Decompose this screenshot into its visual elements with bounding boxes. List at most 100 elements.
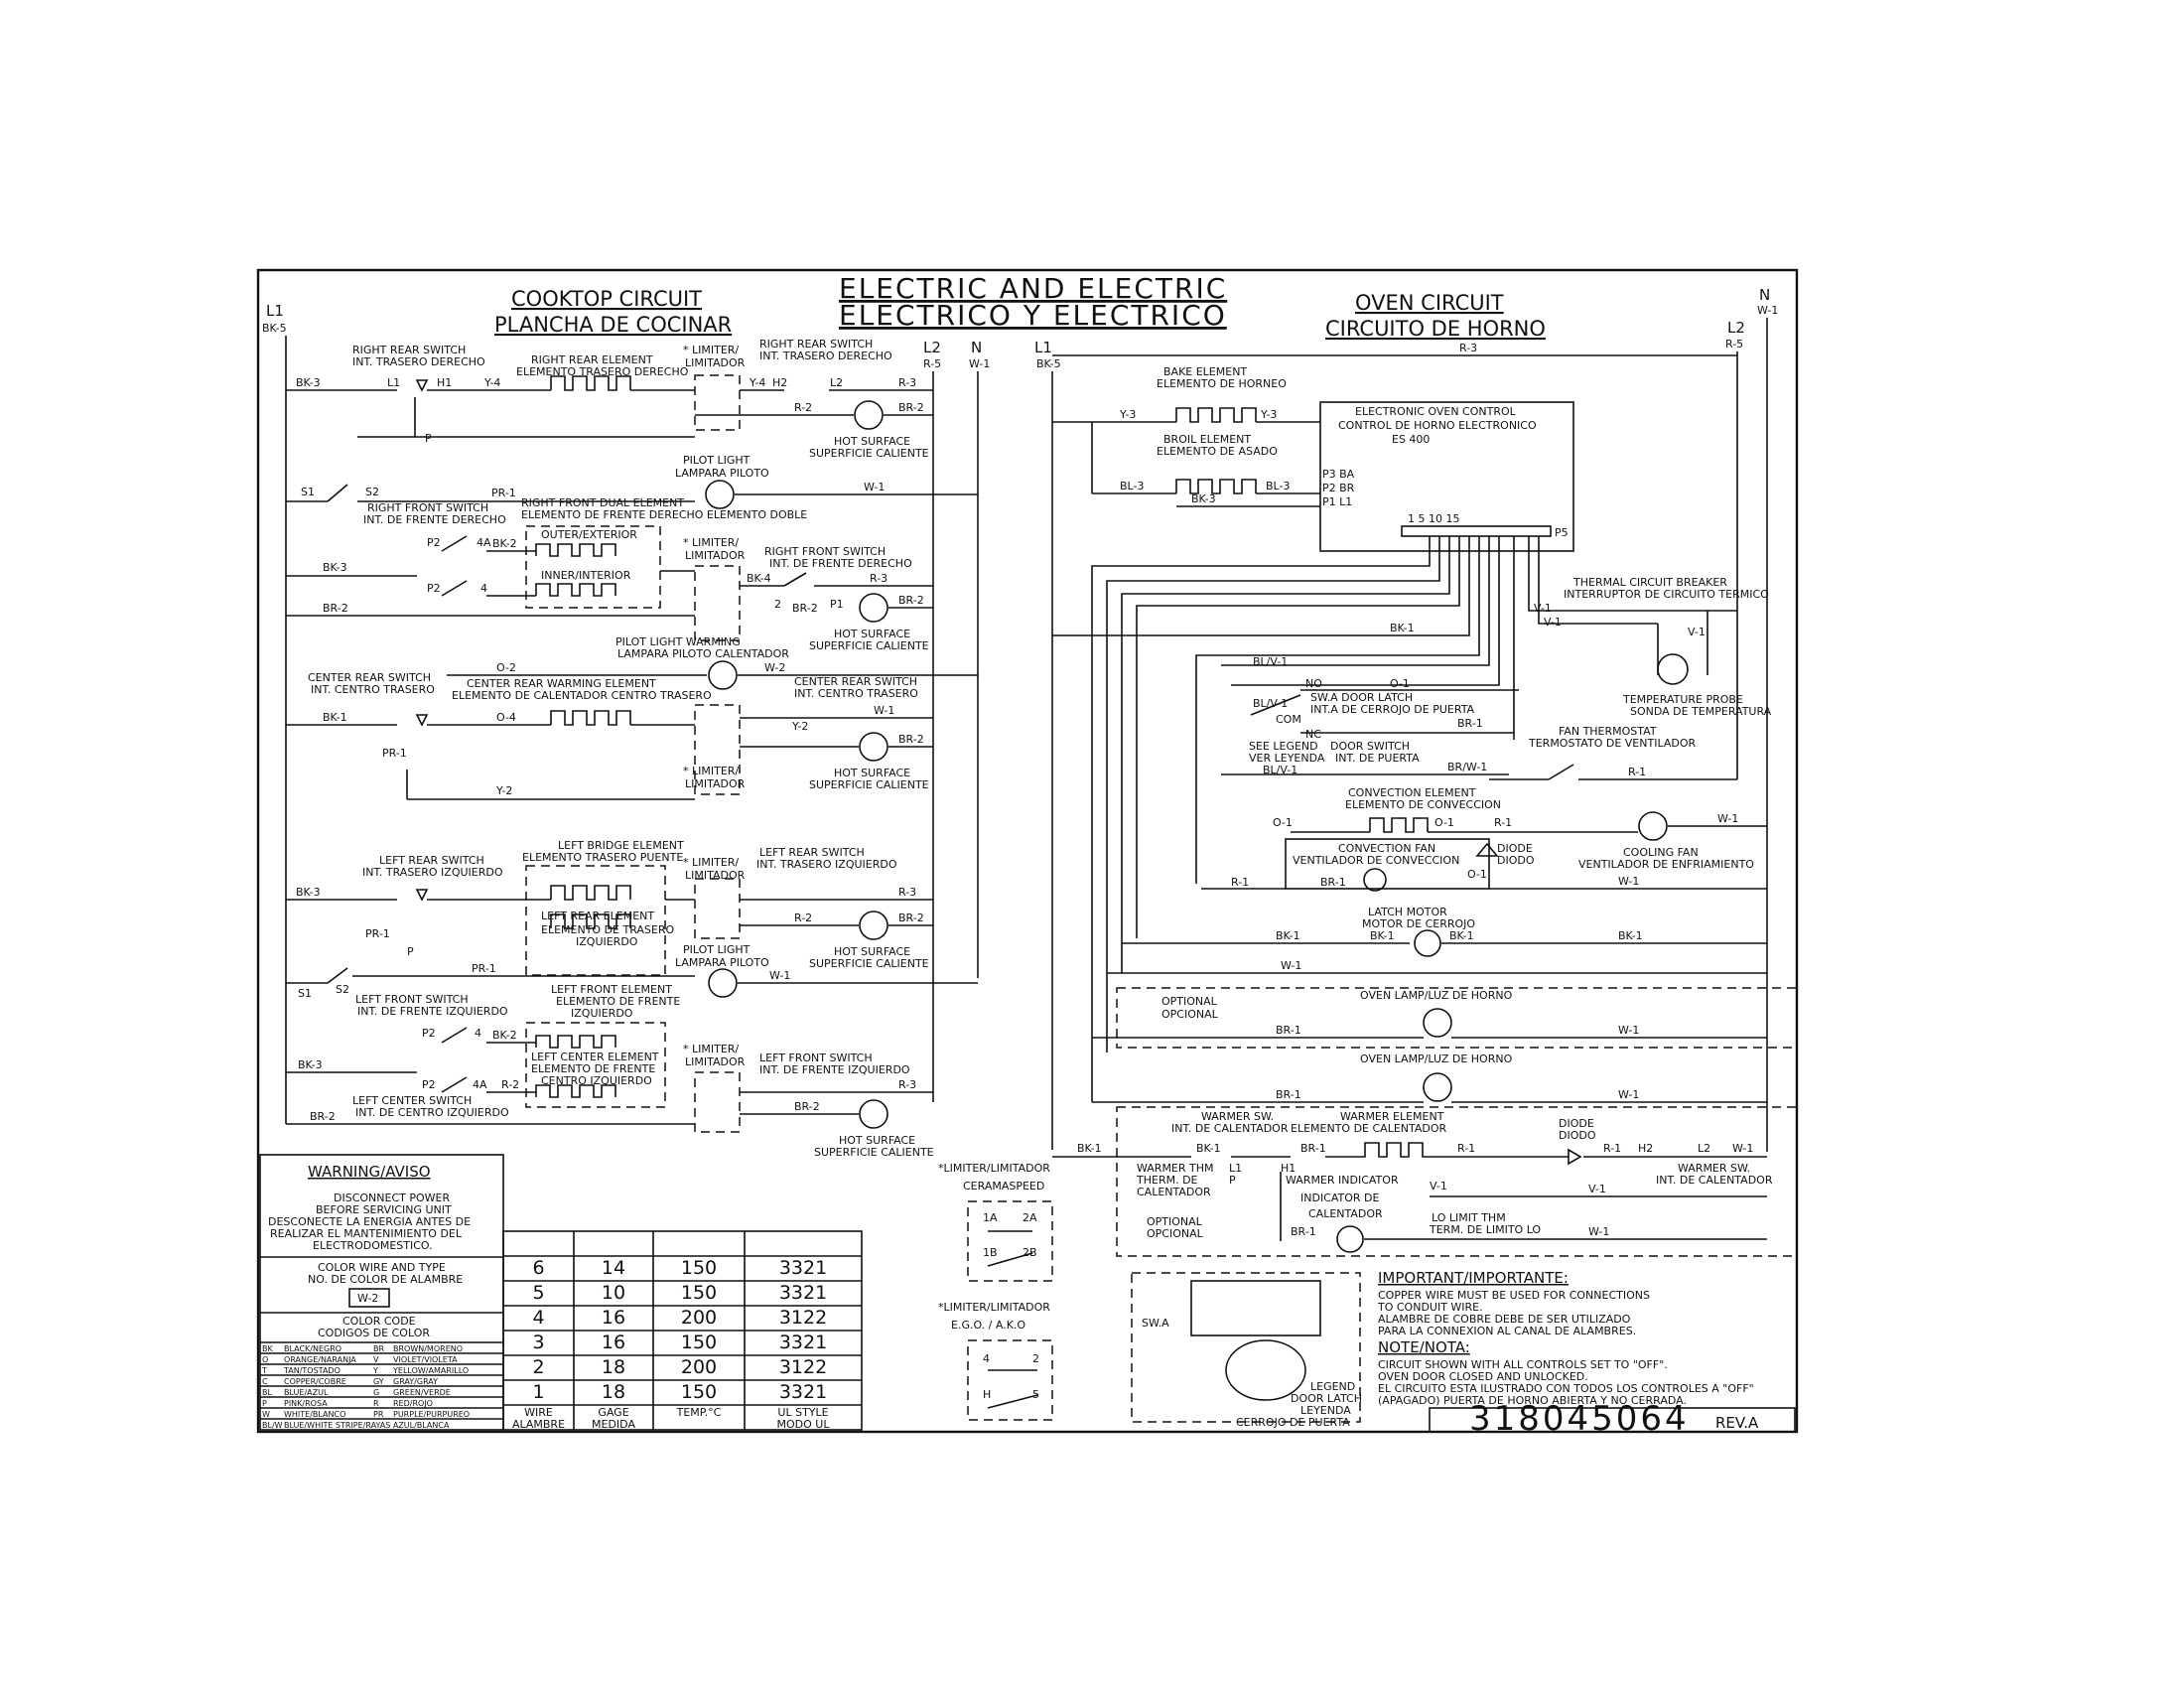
wire-table-header: ALAMBRE	[512, 1418, 565, 1431]
warning-line-5: ELECTRODOMESTICO.	[313, 1239, 433, 1252]
color-code-cell: BROWN/MORENO	[393, 1344, 463, 1353]
wind-label-es2: CALENTADOR	[1308, 1207, 1383, 1220]
lc-element-label-es: ELEMENTO DE FRENTE	[531, 1062, 655, 1075]
wire-label-blv1: BL/V-1	[1253, 655, 1288, 668]
wire-table-cell: 1	[532, 1381, 544, 1403]
pw-label: PILOT LIGHT WARMING	[615, 635, 741, 648]
term-p2: P2	[427, 536, 441, 549]
wire-label-bk3-rf: BK-3	[323, 561, 347, 574]
ego-term-5: 5	[1032, 1388, 1039, 1401]
wthm-label: WARMER THM	[1137, 1162, 1214, 1175]
wire-label-bk4: BK-4	[747, 572, 771, 585]
rf-limiter-label: * LIMITER/	[683, 536, 739, 549]
warning-line-1: DISCONNECT POWER	[334, 1192, 450, 1204]
fant-label: FAN THERMOSTAT	[1559, 725, 1657, 738]
term-p3: P3 BA	[1322, 468, 1355, 481]
pilot-light-warming	[708, 660, 738, 690]
warning-line-3: DESCONECTE LA ENERGIA ANTES DE	[268, 1215, 471, 1228]
diode-label-es: DIODO	[1497, 854, 1535, 867]
rf-element-label: RIGHT FRONT DUAL ELEMENT	[521, 496, 684, 509]
color-code-cell: PURPLE/PURPUREO	[393, 1410, 470, 1419]
rf-element-label-es: ELEMENTO DE FRENTE DERECHO ELEMENTO DOBL…	[521, 508, 807, 521]
wire-table-cell: 16	[602, 1307, 625, 1329]
wire-label-bk1-lm: BK-1	[1276, 929, 1300, 942]
pilot-light-rr	[705, 480, 735, 509]
n-label-cooktop: N	[971, 339, 982, 356]
rf-dual-element-box	[525, 525, 661, 609]
wire-label-blv1c: BL/V-1	[1263, 764, 1297, 776]
color-code-cell: WHITE/BLANCO	[284, 1410, 345, 1419]
lc-element-coil	[535, 1084, 616, 1098]
wsw2-label: WARMER SW.	[1678, 1162, 1750, 1175]
color-wire-label-es: NO. DE COLOR DE ALAMBRE	[308, 1273, 463, 1286]
limiter-title: *LIMITER/LIMITADOR	[938, 1162, 1050, 1175]
color-wire-sample	[348, 1288, 390, 1308]
wire-table-cell: 6	[532, 1257, 544, 1279]
tp-label-es: SONDA DE TEMPERATURA	[1630, 705, 1772, 718]
wire-table-header: TEMP.°C	[676, 1406, 722, 1419]
wire-label-bk2-lf: BK-2	[492, 1029, 517, 1042]
wire-label-o1-conv: O-1	[1273, 816, 1293, 829]
lf-switch2-label-es: INT. DE FRENTE IZQUIERDO	[759, 1063, 910, 1076]
lc-switch-label-es: INT. DE CENTRO IZQUIERDO	[355, 1106, 509, 1119]
rf-outer-coil	[535, 543, 616, 557]
wire-label-r3: R-3	[898, 376, 916, 389]
wire-table-header: MEDIDA	[592, 1418, 635, 1431]
wire-label-o1: O-1	[1390, 677, 1410, 690]
conv-element-coil	[1369, 817, 1429, 833]
wire-table-cell: 3321	[779, 1381, 827, 1403]
wire-label-v1a: V-1	[1534, 602, 1552, 615]
wire-label-br1-conv: BR-1	[1320, 876, 1346, 889]
lc-element-box	[525, 1022, 666, 1108]
main-title: ELECTRIC AND ELECTRIC	[839, 272, 1227, 305]
wire-label-o1-diode: O-1	[1467, 868, 1487, 881]
wire-table-cell: 3	[532, 1332, 544, 1353]
ego-term-2: 2	[1032, 1352, 1039, 1365]
pilot2-label: PILOT LIGHT	[683, 943, 751, 956]
rf-inner-label: INNER/INTERIOR	[541, 569, 631, 582]
wire-table-cell: 3122	[779, 1307, 827, 1329]
rr-hot-label: HOT SURFACE	[834, 435, 910, 448]
rr-hot-surface-light	[854, 400, 884, 430]
wire-table-cell: 10	[602, 1282, 625, 1304]
wire-table-cell: 150	[681, 1381, 717, 1403]
tcb-label: THERMAL CIRCUIT BREAKER	[1572, 576, 1727, 589]
lr-element-label-es: ELEMENTO DE TRASERO	[541, 923, 675, 936]
wire-table-cell: 3321	[779, 1282, 827, 1304]
fant-contact	[1548, 764, 1574, 780]
wire-label-y2-cr: Y-2	[791, 720, 808, 733]
p5-connector	[1401, 525, 1552, 537]
wire-table-cell: 200	[681, 1307, 717, 1329]
wsw2-label-es: INT. DE CALENTADOR	[1656, 1174, 1773, 1187]
ceram-term-1a: 1A	[983, 1211, 998, 1224]
rf-switch2-label: RIGHT FRONT SWITCH	[764, 545, 886, 558]
ego-contact-b	[987, 1394, 1038, 1409]
term-4a: 4A	[477, 536, 491, 549]
cr-switch-label-es: INT. CENTRO TRASERO	[311, 683, 435, 696]
wire-label-bk1-lm4: BK-1	[1618, 929, 1643, 942]
rf-hot-label-es: SUPERFICIE CALIENTE	[809, 639, 929, 652]
l2-wire-cooktop: R-5	[923, 357, 941, 370]
wire-label-bl3: BL-3	[1120, 480, 1144, 492]
term-s1: S1	[301, 486, 315, 498]
p5-wire-5	[1195, 536, 1480, 884]
p5-wire-2	[1106, 536, 1440, 1052]
wire-label-bk1-warmer: BK-1	[1077, 1142, 1102, 1155]
cr-element-coil	[550, 710, 631, 726]
diode-label: DIODE	[1497, 842, 1533, 855]
term-s1-lr: S1	[298, 987, 312, 1000]
ceram-term-2a: 2A	[1023, 1211, 1037, 1224]
cooling-fan-motor	[1638, 811, 1668, 841]
important-line-2: TO CONDUIT WIRE.	[1377, 1301, 1483, 1314]
legend-box	[1131, 1272, 1361, 1423]
see-legend: SEE LEGEND	[1249, 740, 1318, 753]
s1-contact	[327, 484, 348, 502]
wire-label-w2: W-2	[764, 661, 785, 674]
wire-label-r1-warmer: R-1	[1457, 1142, 1475, 1155]
term-4-lf: 4	[475, 1027, 481, 1040]
color-code-cell: O	[262, 1355, 268, 1364]
p5-wire-3	[1121, 536, 1450, 973]
lc-element-label-es2: CENTRO IZQUIERDO	[541, 1074, 652, 1087]
conv-label: CONVECTION ELEMENT	[1348, 786, 1476, 799]
